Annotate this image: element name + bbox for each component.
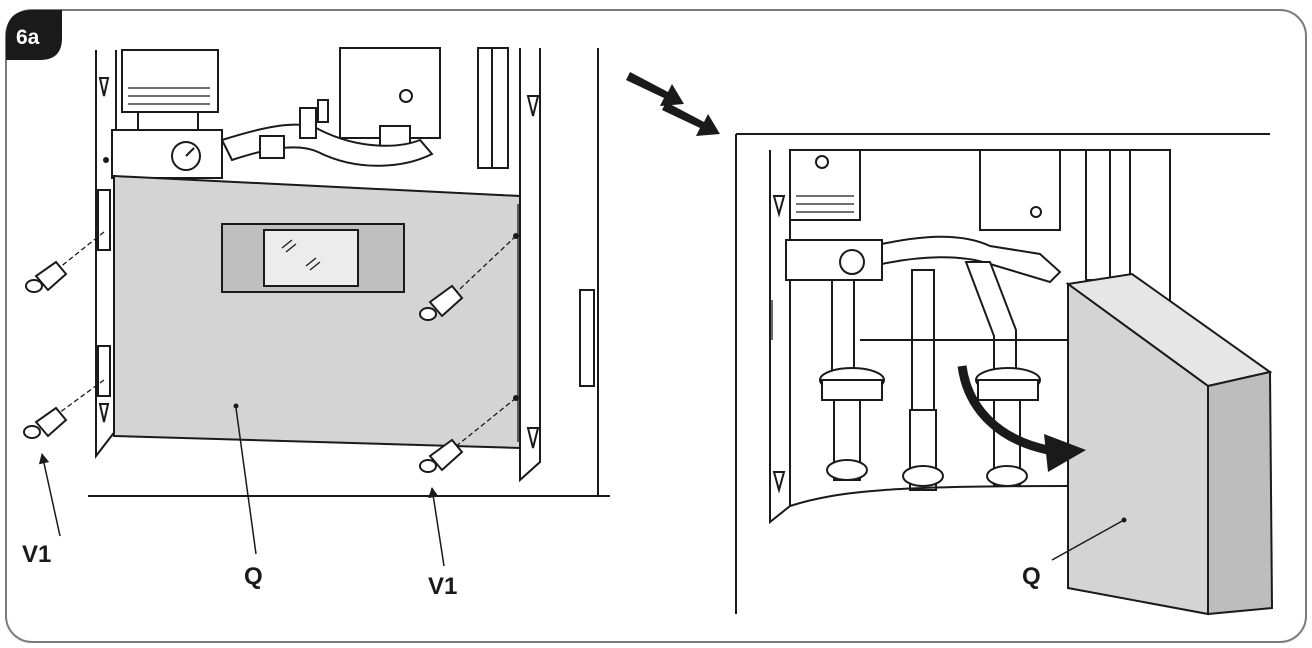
screw-lower-right-icon (419, 397, 517, 473)
left-view: V1 Q V1 (22, 47, 610, 600)
right-view-manifold (785, 239, 883, 281)
leader-panel-q-left (235, 407, 257, 555)
removal-arrow-icon (957, 365, 1086, 472)
right-view-control-box (789, 149, 861, 221)
leader-panel-q-right (1051, 519, 1125, 561)
leader-screw-right (428, 486, 445, 567)
screw-upper-left-icon (25, 231, 105, 293)
right-view: Q (735, 133, 1274, 616)
right-view-gauge-icon (839, 249, 865, 275)
leader-screw-left (38, 452, 61, 537)
hydraulic-manifold (111, 129, 223, 179)
display-window (221, 223, 405, 293)
front-cover-panel (113, 174, 521, 450)
screw-upper-right-icon (419, 235, 517, 321)
label-screw-right: V1 (428, 573, 457, 600)
transition-arrow-icon (626, 72, 720, 136)
label-screw-left: V1 (22, 541, 51, 568)
heat-exchanger (339, 47, 441, 139)
screw-lower-left-icon (23, 379, 105, 439)
label-panel-q-left: Q (244, 563, 263, 590)
label-panel-q-right: Q (1022, 563, 1041, 590)
step-badge-label: 6a (16, 26, 40, 49)
control-box (121, 49, 219, 113)
right-view-pipes (881, 235, 1062, 284)
step-badge: 6a (6, 10, 62, 60)
right-view-side-wall (769, 150, 791, 525)
